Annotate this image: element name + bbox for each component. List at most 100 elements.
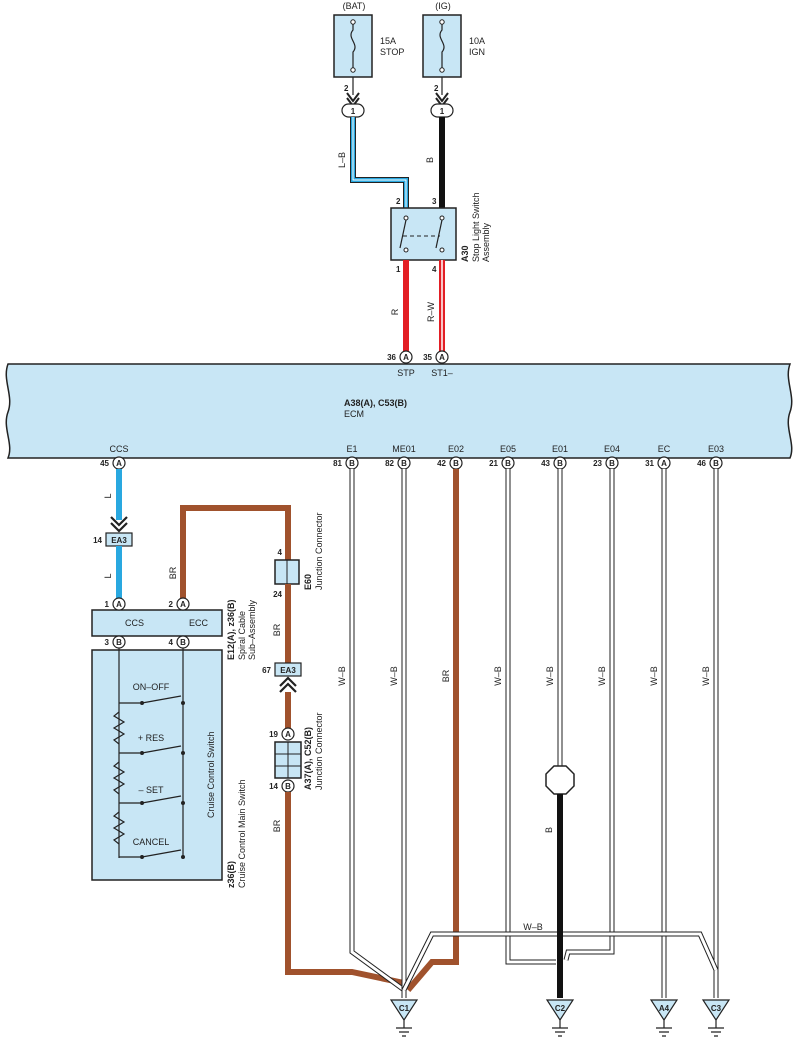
fuse-ign-icon	[439, 22, 445, 70]
pin-conn: B	[713, 459, 719, 468]
e60-code: E60	[303, 574, 313, 590]
e60-name: Junction Connector	[314, 512, 324, 590]
ground-c3-label: C3	[711, 1004, 722, 1013]
ground-icon	[656, 1020, 672, 1037]
switch-on-off-label: ON–OFF	[133, 682, 170, 692]
ground-a4: A4	[649, 999, 679, 1037]
wire-br-e02	[405, 469, 459, 992]
fuse-stop-rating: 15A	[380, 36, 396, 46]
wire-wb-label: W–B	[389, 666, 399, 686]
switch-on-off: ON–OFF	[119, 682, 185, 705]
wire-wb-label: W–B	[649, 666, 659, 686]
spiral-name1: Spiral Cable	[237, 611, 247, 660]
pin-num: 36	[387, 353, 396, 362]
pin-num: 42	[437, 459, 446, 468]
wire-l2-label: L	[103, 573, 113, 578]
cruise-code: z36(B)	[226, 861, 236, 888]
wire-br-ecc-label: BR	[168, 566, 178, 579]
pin-label: STP	[397, 368, 415, 378]
pin-label: ST1–	[431, 368, 453, 378]
wire-wb-label: W–B	[337, 666, 347, 686]
spiral-name2: Sub–Assembly	[247, 599, 257, 660]
fuse-stop-icon	[350, 22, 356, 70]
a37-name: Junction Connector	[314, 712, 324, 790]
wire-br-a37-label: BR	[272, 819, 282, 832]
sls-pin-4: 4	[432, 265, 437, 274]
pin-label: EC	[658, 444, 671, 454]
spiral-code: E12(A), z36(B)	[226, 599, 236, 660]
wire-lb-label: L–B	[337, 152, 347, 168]
spiral-conn-bl: B	[116, 638, 122, 647]
spiral-ecc: ECC	[189, 618, 209, 628]
spiral-conn-br: B	[180, 638, 186, 647]
pin-label: E1	[346, 444, 357, 454]
wire-wb-ground-label: W–B	[523, 922, 543, 932]
conn-bat-label: 1	[351, 107, 356, 116]
pin-num: 45	[100, 459, 109, 468]
spiral-ccs: CCS	[125, 618, 144, 628]
wire-r-label: R	[390, 308, 400, 315]
ground-icon	[552, 1020, 568, 1037]
pin-num: 21	[489, 459, 498, 468]
wire-wb-e1	[349, 469, 406, 993]
pin-num: 43	[541, 459, 550, 468]
ground-c1-label: C1	[399, 1004, 410, 1013]
ea3-upper-label: EA3	[111, 536, 127, 545]
fuse-ign-pin: 2	[434, 84, 439, 93]
sls-pin-2: 2	[396, 197, 401, 206]
ea3-lower-label: EA3	[280, 666, 296, 675]
ground-icon	[708, 1020, 724, 1037]
spiral-pin-bl: 3	[105, 638, 110, 647]
spiral-pin-tl: 1	[105, 600, 110, 609]
a37-conn-bot: B	[285, 782, 291, 791]
ecm-bottom-pin-e01: E01 43 B	[541, 444, 568, 470]
pin-conn: B	[401, 459, 407, 468]
e60-pin-bot: 24	[273, 590, 282, 599]
pin-num: 46	[697, 459, 706, 468]
ground-c3: C3	[701, 999, 731, 1037]
ground-c2-label: C2	[555, 1004, 566, 1013]
wire-wb-e04	[563, 469, 615, 961]
a37-code: A37(A), C52(B)	[303, 727, 313, 790]
pin-conn: B	[609, 459, 615, 468]
conn-ig-label: 1	[440, 107, 445, 116]
resistor-icon	[112, 811, 126, 845]
ea3-upper-pin: 14	[93, 536, 102, 545]
ecm-top-pin-stp: 36 A STP	[387, 350, 415, 378]
pin-num: 31	[645, 459, 654, 468]
pin-conn: B	[349, 459, 355, 468]
wire-wb-label: W–B	[701, 666, 711, 686]
switch-cancel-label: CANCEL	[133, 837, 170, 847]
fuse-ign-rating: 10A	[469, 36, 485, 46]
pin-label: E03	[708, 444, 724, 454]
sls-name1: Stop Light Switch	[471, 192, 481, 262]
spiral-pin-tr: 2	[169, 600, 174, 609]
ecm-bottom-pin-ccs: CCS 45 A	[100, 444, 129, 470]
spiral-conn-tl: A	[116, 600, 122, 609]
pin-label: E01	[552, 444, 568, 454]
sls-pin-3: 3	[432, 197, 437, 206]
sls-code: A30	[460, 245, 470, 262]
wire-rw-label: R–W	[426, 301, 436, 322]
spiral-cable	[91, 609, 223, 637]
wire-br-ecc	[180, 505, 291, 598]
resistor-icon	[112, 711, 126, 745]
ecm-bottom-pin-e02: E02 42 B	[437, 444, 464, 470]
pin-label: E05	[500, 444, 516, 454]
wire-wb-label: W–B	[493, 666, 503, 686]
a37-pin-bot: 14	[269, 782, 278, 791]
ecm-top-pin-st1: 35 A ST1–	[423, 350, 453, 378]
wire-wb-label: W–B	[597, 666, 607, 686]
spiral-conn-tr: A	[180, 600, 186, 609]
switch-set: – SET	[119, 785, 185, 805]
pin-label: ME01	[392, 444, 416, 454]
switch-res: + RES	[119, 733, 185, 755]
ecm-bottom-pin-ec: EC 31 A	[645, 444, 671, 470]
wire-wb-crossover	[401, 931, 719, 992]
a37-pin-top: 19	[269, 730, 278, 739]
fuse-ign-name: IGN	[469, 47, 485, 57]
pin-conn: B	[505, 459, 511, 468]
wire-br-a37	[285, 792, 405, 986]
sls-pin-1: 1	[396, 265, 401, 274]
wire-b-label: B	[425, 157, 435, 163]
